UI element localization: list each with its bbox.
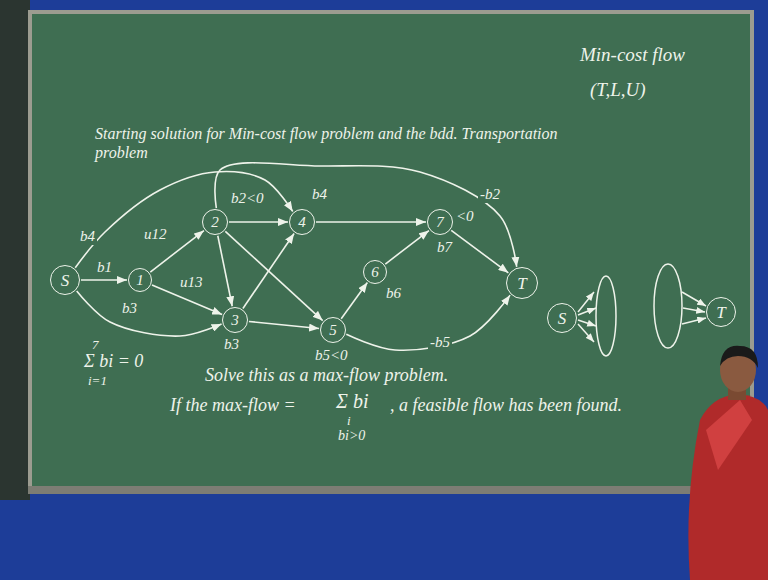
fan-arrow: [578, 320, 596, 326]
node-circle: 7: [427, 209, 453, 235]
node-circle: 1: [128, 268, 152, 292]
node-label: S: [558, 310, 567, 327]
cut-sketch: [578, 264, 706, 356]
node-circle: 6: [363, 260, 387, 284]
chalk-note: Σ bi = 0: [84, 352, 143, 372]
chalk-note: b3: [224, 336, 239, 353]
edge-label: -b2: [478, 186, 502, 203]
flow-arc: [451, 230, 508, 272]
flow-arc: [316, 221, 426, 223]
chalk-note: b4: [312, 186, 327, 203]
chalk-note: 7: [92, 338, 99, 352]
node-label: 3: [231, 313, 239, 328]
fan-arrow: [682, 292, 706, 306]
chalk-note: (T,L,U): [590, 80, 646, 101]
chalk-note: b7: [437, 239, 452, 256]
fan-arrow: [682, 318, 706, 324]
chalk-note: i: [347, 414, 351, 428]
hair: [720, 346, 758, 368]
flow-arc: [229, 221, 288, 223]
chalk-note: Σ bi: [336, 390, 368, 412]
wall-left: [0, 0, 30, 500]
node-circle: 4: [289, 209, 315, 235]
edge-label: b1: [95, 259, 114, 276]
flow-arc: [385, 231, 429, 265]
fan-arrow: [578, 324, 594, 342]
node-circle: 2: [202, 209, 228, 235]
chalk-note: Min-cost flow: [580, 45, 685, 66]
cut-ellipse: [596, 276, 616, 356]
node-label: T: [716, 304, 725, 321]
chalk-note: Solve this as a max-flow problem.: [205, 366, 448, 386]
edge-label: u13: [178, 274, 205, 291]
node-circle: T: [706, 297, 736, 327]
edge-label: u12: [142, 226, 169, 243]
board-title: Starting solution for Min-cost flow prob…: [95, 124, 610, 162]
chalk-note: b2<0: [231, 190, 264, 207]
fan-arrow: [683, 308, 705, 312]
edge-label: b3: [120, 300, 139, 317]
node-circle: 3: [222, 307, 248, 333]
sari-fold: [706, 400, 752, 470]
edge-label: -b5: [428, 334, 452, 351]
node-label: 6: [371, 265, 379, 280]
flow-arc: [218, 236, 232, 307]
node-circle: S: [50, 265, 80, 295]
chalk-note: <0: [456, 208, 474, 225]
flow-arc: [81, 279, 127, 281]
chalkboard: [32, 14, 750, 488]
fan-arrow: [578, 308, 596, 315]
sari: [688, 394, 768, 580]
flow-arc: [77, 291, 222, 336]
node-label: T: [517, 275, 526, 292]
node-circle: 5: [320, 317, 346, 343]
lecturer: [688, 346, 768, 580]
flow-arc: [215, 163, 517, 267]
node-circle: T: [506, 267, 538, 299]
chalk-note: If the max-flow =: [170, 396, 296, 416]
chalk-note: b6: [386, 285, 401, 302]
node-label: 1: [136, 273, 144, 288]
chalk-note: bi>0: [338, 428, 365, 443]
chalk-note: i=1: [88, 374, 107, 388]
node-circle: S: [547, 303, 577, 333]
flow-arc: [75, 172, 293, 268]
cut-ellipse: [654, 264, 682, 348]
board-frame: [28, 10, 754, 494]
node-label: 4: [298, 215, 306, 230]
flow-arc: [243, 234, 294, 309]
node-label: 2: [211, 215, 219, 230]
flow-arc: [346, 295, 510, 350]
node-label: 7: [436, 215, 444, 230]
edge-label: b4: [78, 228, 97, 245]
chalk-ledge: [28, 486, 754, 494]
flow-arc: [249, 321, 319, 328]
chalk-note: , a feasible flow has been found.: [390, 396, 635, 416]
flow-arc: [341, 283, 367, 319]
node-label: S: [61, 272, 70, 289]
node-label: 5: [329, 323, 337, 338]
chalk-note: b5<0: [315, 347, 348, 364]
